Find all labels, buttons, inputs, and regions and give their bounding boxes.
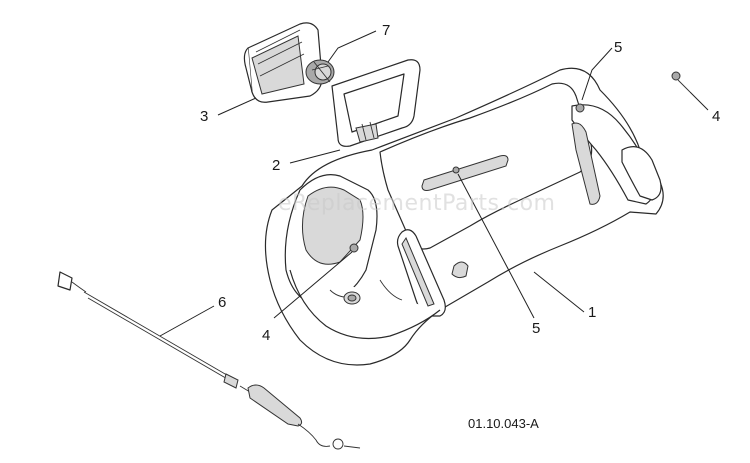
screw xyxy=(671,71,691,93)
leader-lines xyxy=(159,30,709,337)
callouts: 3 7 2 5 4 4 5 1 6 xyxy=(200,22,720,344)
callout-part-5-top: 5 xyxy=(614,39,622,56)
callout-part-6: 6 xyxy=(218,294,226,311)
callout-part-4-left: 4 xyxy=(262,327,270,344)
callout-part-5-bottom: 5 xyxy=(532,320,540,337)
headlight-housing xyxy=(243,22,323,103)
bulb-socket xyxy=(305,59,335,85)
cable-harness xyxy=(57,271,361,450)
callout-part-3: 3 xyxy=(200,108,208,125)
callout-part-7: 7 xyxy=(382,22,390,39)
dash-panel xyxy=(264,67,664,366)
watermark: eReplacementParts.com xyxy=(278,191,555,216)
callout-part-4-right: 4 xyxy=(712,108,720,125)
diagram-code: 01.10.043-A xyxy=(468,416,539,431)
callout-part-2: 2 xyxy=(272,157,280,174)
callout-part-1: 1 xyxy=(588,304,596,321)
headlight-bracket xyxy=(331,59,421,147)
